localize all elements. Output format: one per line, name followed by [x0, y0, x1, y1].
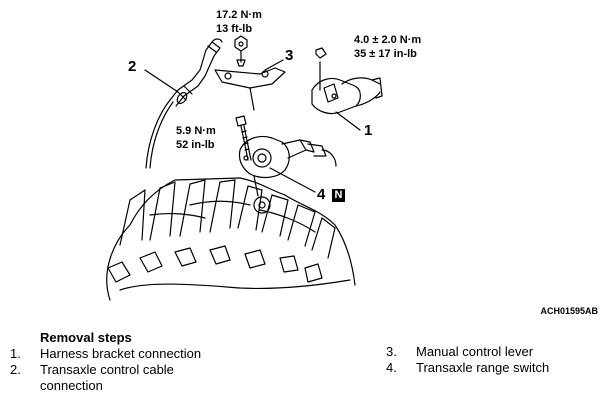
step-number: 2.: [10, 362, 21, 377]
step-number: 4.: [386, 360, 397, 375]
step-number: 3.: [386, 344, 397, 359]
leader-3: [264, 59, 284, 71]
torque-label-bracket-bolt: 4.0 ± 2.0 N·m 35 ± 17 in-lb: [354, 33, 421, 61]
figure-code: ACH01595AB: [540, 306, 598, 316]
torque-label-switch-bolt: 5.9 N·m 52 in-lb: [176, 124, 216, 152]
torque-alt: 13 ft-lb: [216, 23, 253, 35]
callout-1: 1: [364, 122, 373, 139]
leader-4: [269, 167, 316, 193]
callout-4: 4: [317, 186, 326, 203]
step-text: Transaxle range switch: [416, 360, 550, 375]
torque-value: 4.0 ± 2.0 N·m: [354, 34, 422, 46]
callout-3: 3: [285, 47, 294, 64]
step-text: Harness bracket connection: [40, 346, 202, 361]
step-text: Manual control lever: [416, 344, 534, 359]
bolt-5-9: [235, 115, 252, 161]
new-part-badge: N: [332, 189, 345, 202]
removal-step-4: 4. Transaxle range switch: [386, 360, 596, 376]
transaxle-diagram: [106, 35, 383, 301]
control-cable: [145, 38, 223, 169]
leader-1: [335, 111, 361, 131]
torque-value: 17.2 N·m: [216, 9, 262, 21]
step-number: 1.: [10, 346, 21, 361]
step-text: Transaxle control cable connection: [40, 362, 174, 393]
removal-step-3: 3. Manual control lever: [386, 344, 596, 360]
transaxle-range-switch: [238, 135, 337, 197]
nut-17-2: [234, 35, 248, 67]
leader-2: [144, 69, 179, 93]
callout-2: 2: [128, 58, 137, 75]
transaxle-case: [106, 177, 356, 301]
torque-alt: 35 ± 17 in-lb: [354, 48, 417, 60]
harness-bracket: [311, 47, 383, 115]
removal-step-1: 1. Harness bracket connection: [10, 346, 310, 362]
removal-step-2: 2. Transaxle control cable connection: [10, 362, 200, 396]
removal-steps-title: Removal steps: [40, 330, 132, 345]
torque-value: 5.9 N·m: [176, 125, 216, 137]
manual-control-lever: [214, 67, 286, 111]
torque-alt: 52 in-lb: [176, 139, 215, 151]
torque-label-nut: 17.2 N·m 13 ft-lb: [216, 8, 262, 36]
